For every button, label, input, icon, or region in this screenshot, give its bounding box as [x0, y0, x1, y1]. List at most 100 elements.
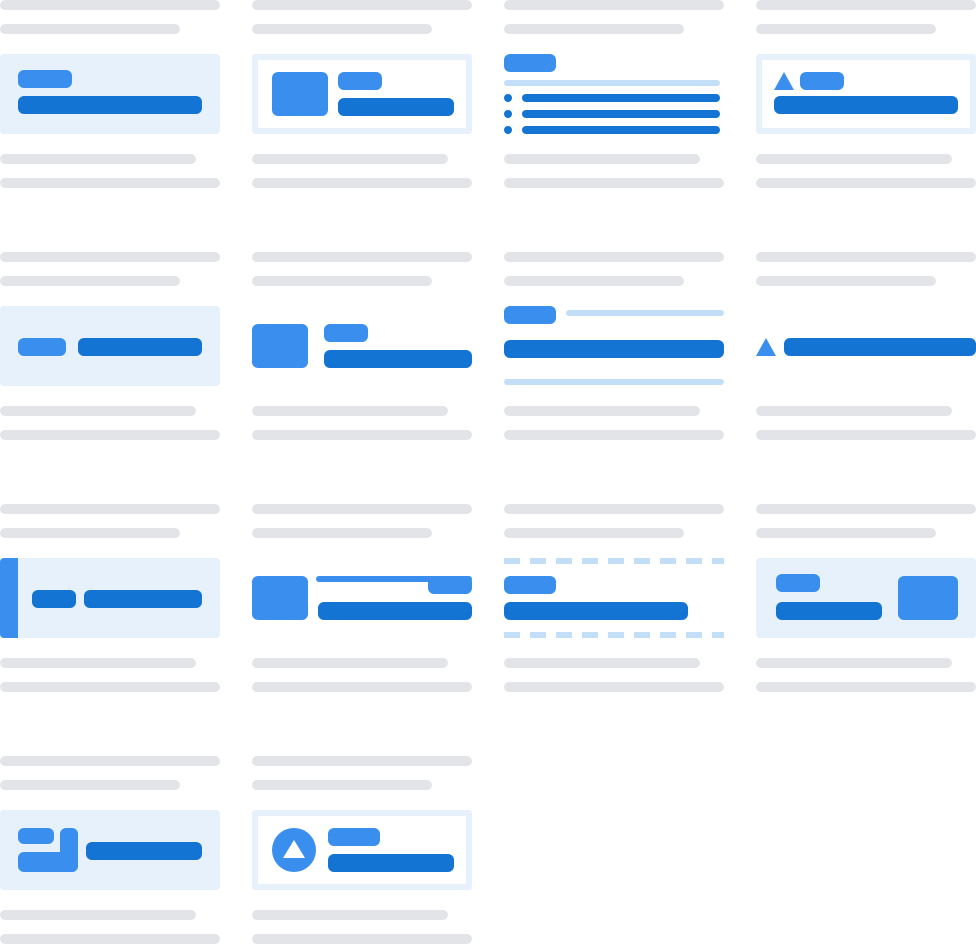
skeleton-line — [504, 178, 724, 188]
card-text-block — [338, 98, 454, 116]
tile-thumbnail-media-object[interactable] — [252, 252, 472, 440]
dashed-divider — [504, 558, 724, 564]
panel-label-block — [32, 590, 76, 608]
skeleton-line — [252, 504, 472, 514]
skeleton-line — [504, 0, 724, 10]
skeleton-line — [252, 154, 448, 164]
skeleton-line — [0, 252, 220, 262]
tile-framed-thumbnail-card[interactable] — [252, 0, 472, 188]
skeleton-line — [756, 528, 936, 538]
skeleton-line — [756, 178, 976, 188]
skeleton-line — [252, 252, 472, 262]
thumbnail — [252, 324, 308, 368]
skeleton-line — [0, 658, 196, 668]
skeleton-line — [756, 658, 952, 668]
skeleton-line — [756, 682, 976, 692]
skeleton-line — [252, 756, 472, 766]
panel-text-block — [86, 842, 202, 860]
tile-dashed-divider-block[interactable] — [504, 504, 724, 692]
skeleton-line — [756, 276, 936, 286]
tile-highlight-panel[interactable] — [0, 0, 220, 188]
stacked-block-wide — [18, 852, 78, 872]
card-label-block — [328, 828, 380, 846]
skeleton-line — [0, 154, 196, 164]
skeleton-line — [504, 430, 724, 440]
skeleton-line — [0, 910, 196, 920]
skeleton-line — [252, 910, 448, 920]
skeleton-line — [252, 658, 448, 668]
bullet-dot — [504, 110, 512, 118]
panel-text-block — [84, 590, 202, 608]
panel-left-border — [0, 558, 18, 638]
tile-framed-warning-card[interactable] — [756, 0, 976, 188]
quote-rule — [504, 379, 724, 385]
tile-left-border-panel[interactable] — [0, 504, 220, 692]
card-text-block — [774, 96, 958, 114]
skeleton-line — [504, 406, 700, 416]
tile-inline-warning[interactable] — [756, 252, 976, 440]
list-rule — [504, 80, 720, 86]
highlight-panel — [0, 54, 220, 134]
media-text-block — [318, 602, 472, 620]
list-item-block — [522, 110, 720, 118]
thumbnail — [898, 576, 958, 620]
skeleton-line — [756, 154, 952, 164]
tile-panel-with-trailing-thumbnail[interactable] — [756, 504, 976, 692]
skeleton-line — [756, 24, 936, 34]
skeleton-line — [504, 276, 684, 286]
skeleton-line — [504, 528, 684, 538]
skeleton-line — [252, 24, 432, 34]
panel-text-block — [776, 602, 882, 620]
thumbnail — [252, 576, 308, 620]
bullet-dot — [504, 94, 512, 102]
stacked-block-small — [18, 828, 54, 844]
panel-label-block — [18, 70, 72, 88]
overline-tag-block — [428, 576, 472, 594]
panel-text-block — [78, 338, 202, 356]
panel-text-block — [18, 96, 202, 114]
card-label-block — [800, 72, 844, 90]
media-label-block — [324, 324, 368, 342]
dashed-divider — [504, 632, 724, 638]
skeleton-line — [504, 154, 700, 164]
skeleton-line — [0, 430, 220, 440]
skeleton-line — [252, 430, 472, 440]
card-frame — [756, 54, 976, 134]
quote-rule — [566, 310, 724, 316]
skeleton-line — [756, 406, 952, 416]
skeleton-line — [0, 934, 220, 944]
media-text-block — [324, 350, 472, 368]
skeleton-line — [252, 780, 432, 790]
skeleton-line — [252, 406, 448, 416]
skeleton-line — [504, 682, 724, 692]
skeleton-line — [252, 528, 432, 538]
skeleton-line — [0, 756, 220, 766]
list-item-block — [522, 94, 720, 102]
skeleton-line — [504, 658, 700, 668]
bullet-dot — [504, 126, 512, 134]
skeleton-line — [756, 430, 976, 440]
warning-icon — [283, 840, 305, 858]
tile-inline-label-panel[interactable] — [0, 252, 220, 440]
panel-label-block — [776, 574, 820, 592]
skeleton-line — [0, 178, 220, 188]
tile-stacked-blocks-panel[interactable] — [0, 756, 220, 944]
tile-ruled-quote[interactable] — [504, 252, 724, 440]
block-label — [504, 576, 556, 594]
skeleton-line — [0, 528, 180, 538]
tile-framed-circle-warning-card[interactable] — [252, 756, 472, 944]
skeleton-line — [0, 682, 220, 692]
skeleton-line — [0, 0, 220, 10]
skeleton-line — [252, 0, 472, 10]
skeleton-line — [252, 276, 432, 286]
thumbnail — [272, 72, 328, 116]
skeleton-line — [252, 682, 472, 692]
block-text — [504, 602, 688, 620]
tile-thumbnail-with-overline[interactable] — [252, 504, 472, 692]
skeleton-line — [504, 252, 724, 262]
card-label-block — [338, 72, 382, 90]
skeleton-line — [0, 24, 180, 34]
tile-bulleted-list[interactable] — [504, 0, 724, 188]
skeleton-line — [756, 252, 976, 262]
